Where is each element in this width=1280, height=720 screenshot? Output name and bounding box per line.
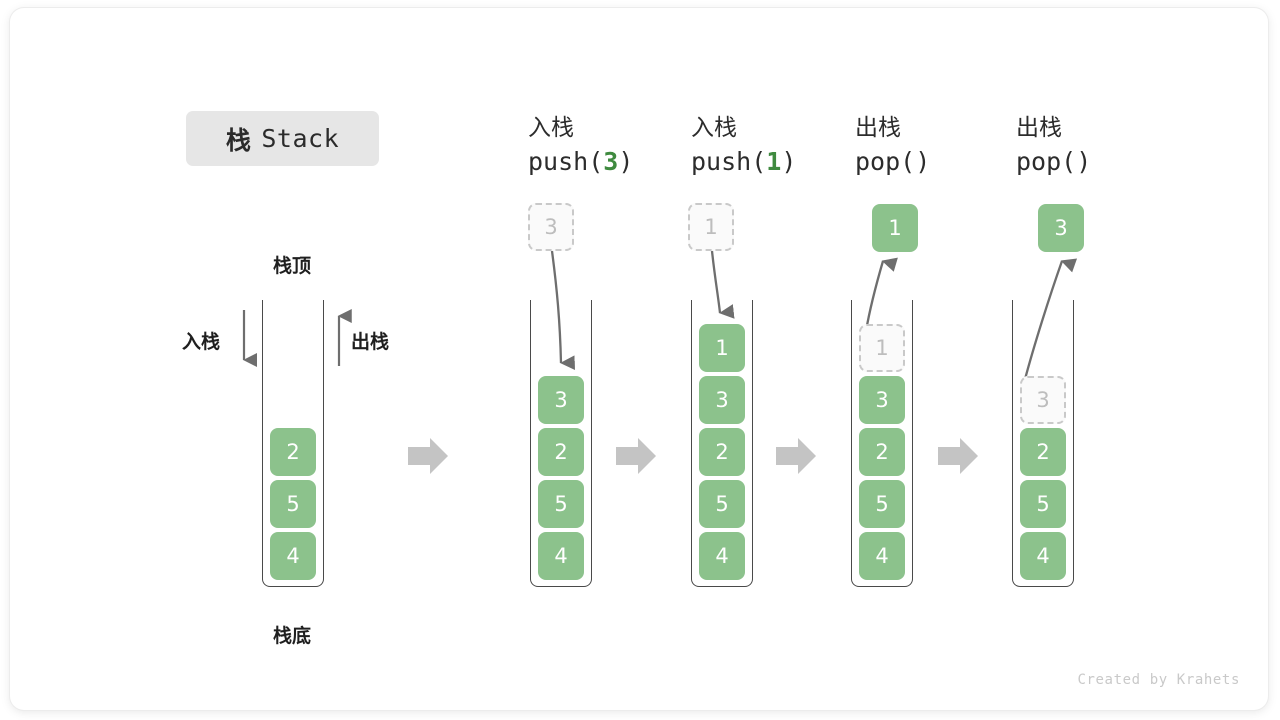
code-suffix: ) <box>1076 146 1092 176</box>
column-header-cn: 出栈 <box>855 115 901 141</box>
stack-cell: 5 <box>1020 480 1066 528</box>
incoming-element-ghost: 3 <box>528 203 574 251</box>
popped-element: 3 <box>1038 204 1084 252</box>
flow-arrow-icon <box>776 438 816 474</box>
code-argument: 3 <box>603 146 619 176</box>
column-header-cn: 入栈 <box>528 115 574 141</box>
flow-arrow-icon <box>616 438 656 474</box>
stack-cell: 2 <box>859 428 905 476</box>
incoming-element-ghost: 1 <box>688 203 734 251</box>
push-direction-arrow-icon <box>242 310 258 368</box>
pop-motion-arrow-icon <box>1022 258 1078 384</box>
stack-cell: 2 <box>1020 428 1066 476</box>
push-motion-arrow-icon <box>710 250 735 319</box>
code-prefix: pop( <box>1016 146 1077 176</box>
column-header-code: push(1) <box>691 145 871 180</box>
column-header-code: push(3) <box>528 145 708 180</box>
column-header-push-3: 入栈 push(3) <box>528 113 708 179</box>
stack-cell: 5 <box>538 480 584 528</box>
title-en: Stack <box>261 124 340 153</box>
pop-direction-arrow-icon <box>337 308 352 366</box>
stack-container-pop-1: 1 3 2 5 4 <box>851 300 913 587</box>
code-prefix: push( <box>691 146 767 176</box>
stack-cell: 5 <box>699 480 745 528</box>
stack-cell: 2 <box>699 428 745 476</box>
flow-arrow-icon <box>938 438 978 474</box>
stack-cell: 2 <box>538 428 584 476</box>
stack-cell: 2 <box>270 428 316 476</box>
stack-cell: 1 <box>859 324 905 372</box>
code-suffix: ) <box>618 146 634 176</box>
code-suffix: ) <box>781 146 797 176</box>
code-prefix: pop( <box>855 146 916 176</box>
watermark: Created by Krahets <box>1077 672 1240 688</box>
label-stack-top: 栈顶 <box>272 255 311 277</box>
stack-cell: 5 <box>270 480 316 528</box>
stack-cells-initial: 2 5 4 <box>263 426 323 582</box>
stack-cell: 3 <box>699 376 745 424</box>
column-header-code: pop() <box>855 145 1035 180</box>
stack-container-push-1: 1 3 2 5 4 <box>691 300 753 587</box>
column-header-code: pop() <box>1016 145 1196 180</box>
stack-cell: 3 <box>1020 376 1066 424</box>
flow-arrow-icon <box>408 438 448 474</box>
popped-element: 1 <box>872 204 918 252</box>
stack-cell: 5 <box>859 480 905 528</box>
title-badge: 栈 Stack <box>186 111 379 166</box>
column-header-pop-1: 出栈 pop() <box>855 113 1035 179</box>
code-suffix: ) <box>915 146 931 176</box>
stack-cell: 3 <box>859 376 905 424</box>
stack-cell: 4 <box>538 532 584 580</box>
stack-cell: 3 <box>538 376 584 424</box>
stack-cells-push-3: 3 2 5 4 <box>531 374 591 582</box>
stack-container-push-3: 3 2 5 4 <box>530 300 592 587</box>
stack-cell: 1 <box>699 324 745 372</box>
push-motion-arrow-icon <box>550 250 575 371</box>
stack-cells-pop-2: 3 2 5 4 <box>1013 374 1073 582</box>
label-pop: 出栈 <box>351 331 390 353</box>
label-stack-bottom: 栈底 <box>272 625 311 647</box>
stack-cell: 4 <box>699 532 745 580</box>
code-argument: 1 <box>766 146 782 176</box>
stack-container-pop-2: 3 2 5 4 <box>1012 300 1074 587</box>
stack-container-initial: 2 5 4 <box>262 300 324 587</box>
code-prefix: push( <box>528 146 604 176</box>
stack-cell: 4 <box>270 532 316 580</box>
column-header-cn: 出栈 <box>1016 115 1062 141</box>
title-cn: 栈 <box>225 125 252 155</box>
stack-cells-pop-1: 1 3 2 5 4 <box>852 322 912 582</box>
stack-cell: 4 <box>1020 532 1066 580</box>
stack-cell: 4 <box>859 532 905 580</box>
diagram-card: 栈 Stack 栈顶 栈底 入栈 出栈 2 5 4 入栈 pu <box>10 8 1268 710</box>
column-header-push-1: 入栈 push(1) <box>691 113 871 179</box>
column-header-pop-2: 出栈 pop() <box>1016 113 1196 179</box>
label-push: 入栈 <box>182 331 221 353</box>
column-header-cn: 入栈 <box>691 115 737 141</box>
stack-cells-push-1: 1 3 2 5 4 <box>692 322 752 582</box>
